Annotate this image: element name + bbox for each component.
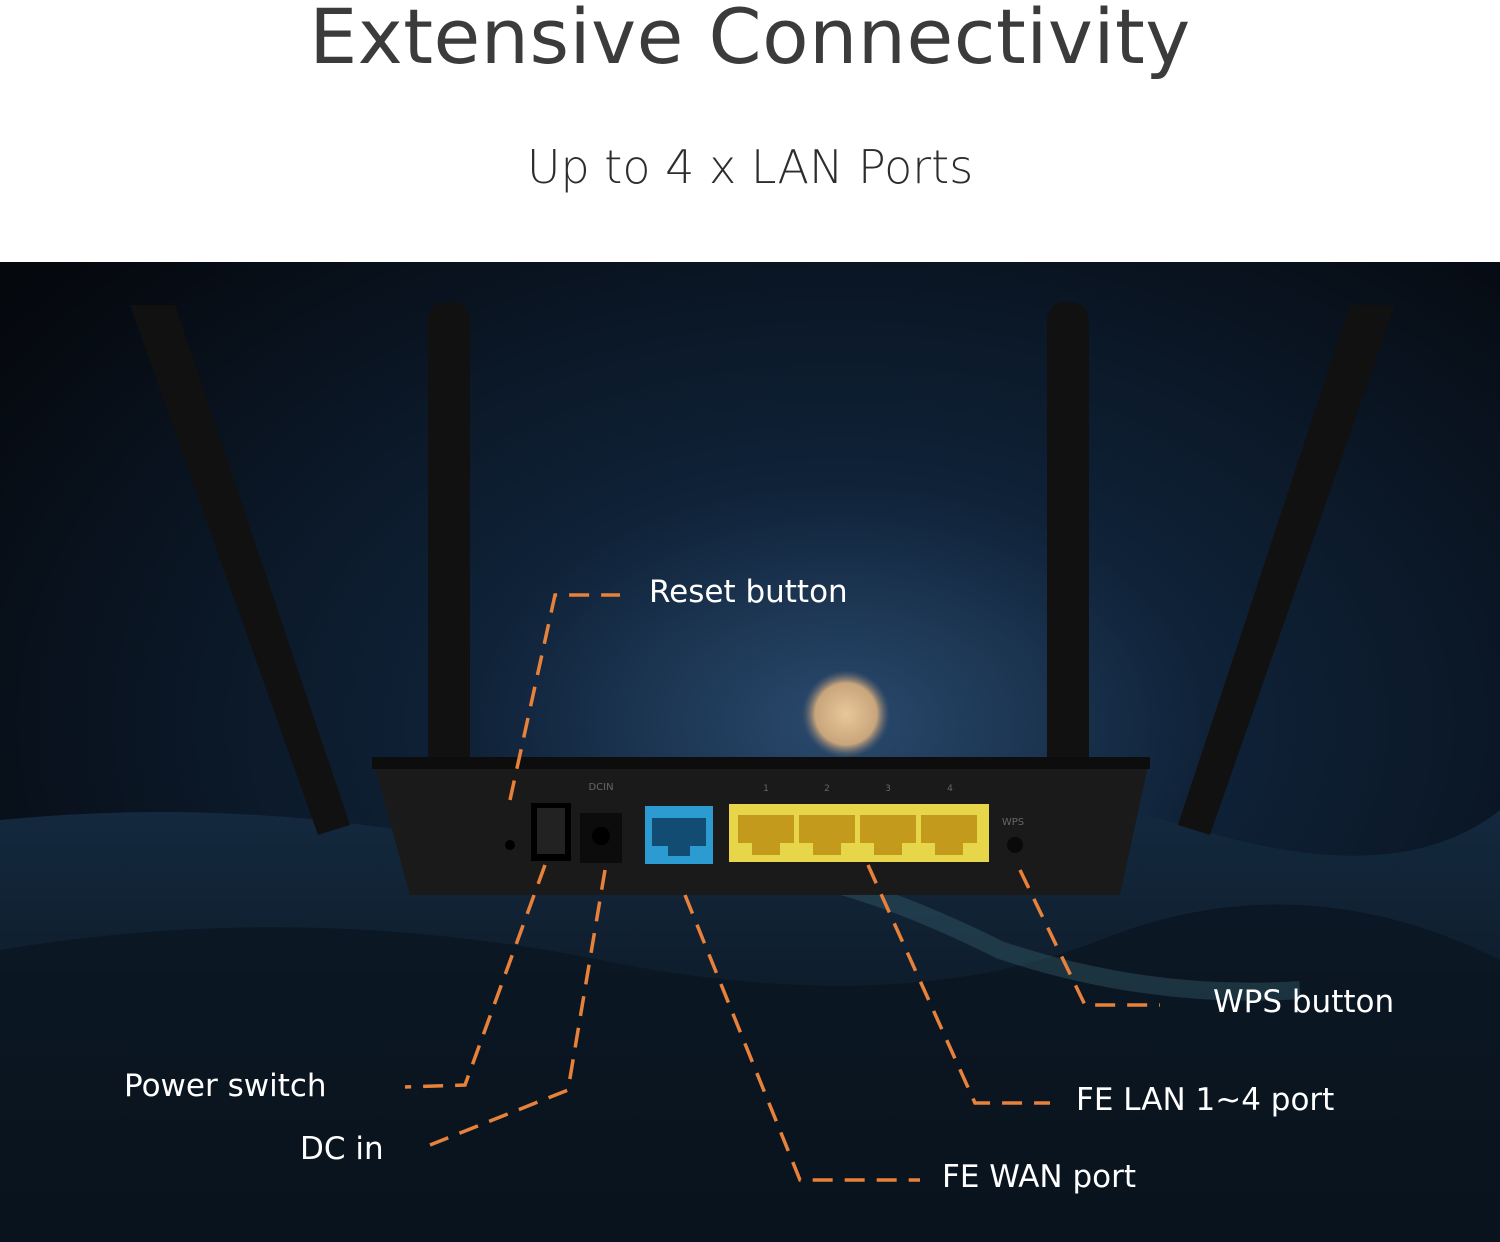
wan-callout-line [683,894,920,1182]
router: DCIN 1 2 3 4 WPS [372,757,1150,895]
lan-number: 1 [763,784,769,794]
power-callout-line [404,864,547,1089]
page-title: Extensive Connectivity [309,0,1191,81]
antennas [130,302,1395,852]
reset-callout-line [508,593,620,801]
moon [802,670,890,758]
lan-number: 3 [885,784,891,794]
dc-in-label: DC in [300,1131,384,1167]
wps-callout-line [1018,869,1160,1007]
dcin-label: DCIN [588,782,613,793]
dcin-callout-line [429,869,607,1147]
lan-number: 4 [947,784,953,794]
router-scene: DCIN 1 2 3 4 WPS [0,262,1500,1242]
lan-port-label: FE LAN 1~4 port [1076,1082,1335,1118]
power-switch [537,808,565,854]
lan-callout-line [866,864,1050,1105]
reset-button-label: Reset button [649,574,848,610]
wan-port-label: FE WAN port [942,1159,1137,1195]
lan-number: 2 [824,784,830,794]
page-subtitle: Up to 4 x LAN Ports [526,140,974,194]
wps-button-label: WPS button [1213,984,1395,1020]
power-switch-label: Power switch [124,1068,327,1104]
wps-label: WPS [1002,817,1024,828]
wps-button [1007,837,1023,853]
callout-lines [404,593,1160,1182]
router-illustration: DCIN 1 2 3 4 WPS [0,262,1500,1242]
reset-button [505,840,515,850]
